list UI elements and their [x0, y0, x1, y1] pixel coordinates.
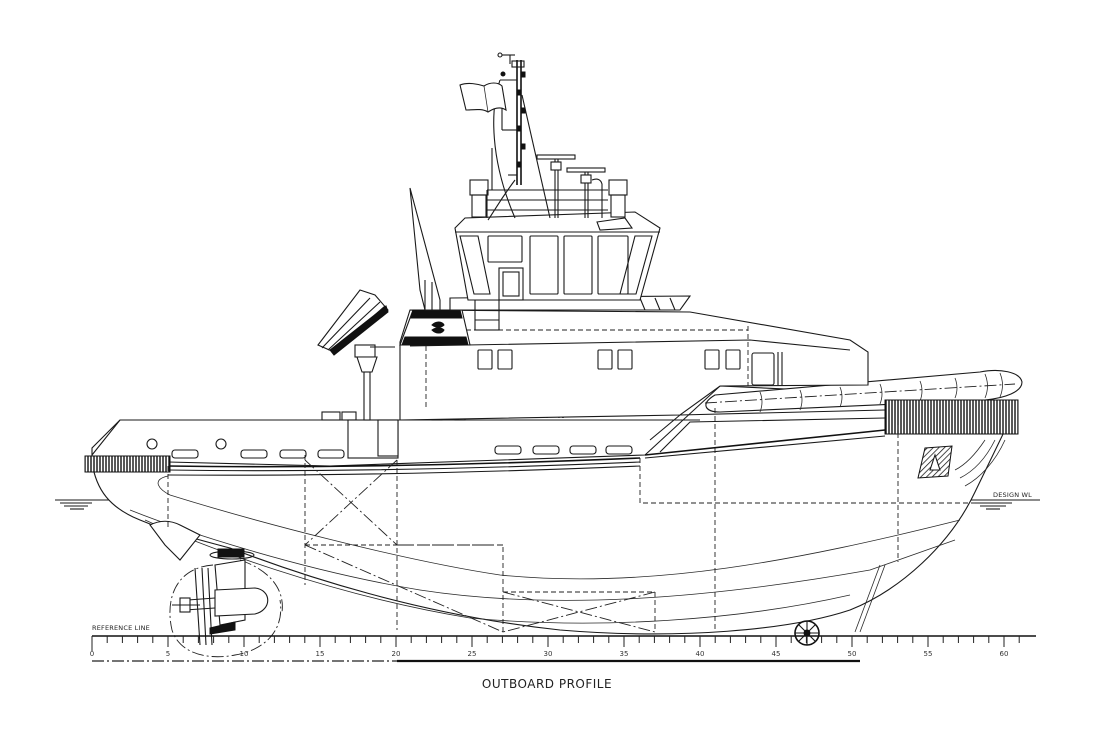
deckhouse	[399, 309, 869, 421]
wheelhouse-window-aft	[459, 235, 491, 295]
deckhouse-door	[751, 352, 775, 386]
scale-label: 45	[772, 650, 781, 658]
bow-tunnel-thruster	[794, 620, 820, 646]
wheelhouse-window	[563, 235, 593, 295]
drawing-title: OUTBOARD PROFILE	[0, 677, 1100, 691]
stern-fender	[84, 455, 171, 473]
scale-label: 60	[1000, 650, 1009, 658]
reference-line-label: REFERENCE LINE	[92, 624, 150, 632]
scale-label: 0	[90, 650, 94, 658]
freeing-ports-fwd	[494, 445, 633, 455]
wheelhouse-door	[498, 267, 524, 301]
wheelhouse-window-fwd	[619, 235, 653, 295]
design-waterline-label: DESIGN WL	[993, 491, 1032, 499]
radar-antenna-2	[566, 167, 606, 218]
scale-label: 15	[316, 650, 325, 658]
flag-icon	[459, 82, 507, 113]
scale-label: 20	[392, 650, 401, 658]
scale-label: 30	[544, 650, 553, 658]
drawing-title-text: OUTBOARD PROFILE	[481, 677, 613, 691]
radar-antenna-1	[536, 154, 576, 218]
mast	[459, 52, 551, 221]
wheelhouse	[454, 211, 661, 301]
wheelhouse-window	[529, 235, 559, 295]
top-deck-equipment	[469, 154, 628, 218]
scale-label: 25	[468, 650, 477, 658]
scale-label: 40	[696, 650, 705, 658]
scale-label: 55	[924, 650, 933, 658]
anchor-pocket	[917, 445, 953, 479]
bow-flare-lines	[954, 439, 1006, 487]
knuckle-boom-crane	[317, 289, 395, 421]
deckhouse-windows	[477, 349, 741, 370]
scale-label: 35	[620, 650, 629, 658]
scale-label: 5	[166, 650, 170, 658]
scale-label: 50	[848, 650, 857, 658]
scale-label: 10	[240, 650, 249, 658]
wheelhouse-window	[487, 235, 523, 263]
reference-scale: 0 5 10 15 20 25 30 35 40 45 50 55 60	[90, 635, 1036, 663]
azimuth-thruster	[169, 548, 283, 658]
freeing-ports-aft	[171, 449, 345, 459]
wheelhouse-window	[597, 235, 629, 295]
company-logo-icon	[431, 321, 445, 334]
funnel	[399, 187, 471, 346]
bow-fender	[704, 369, 1023, 435]
